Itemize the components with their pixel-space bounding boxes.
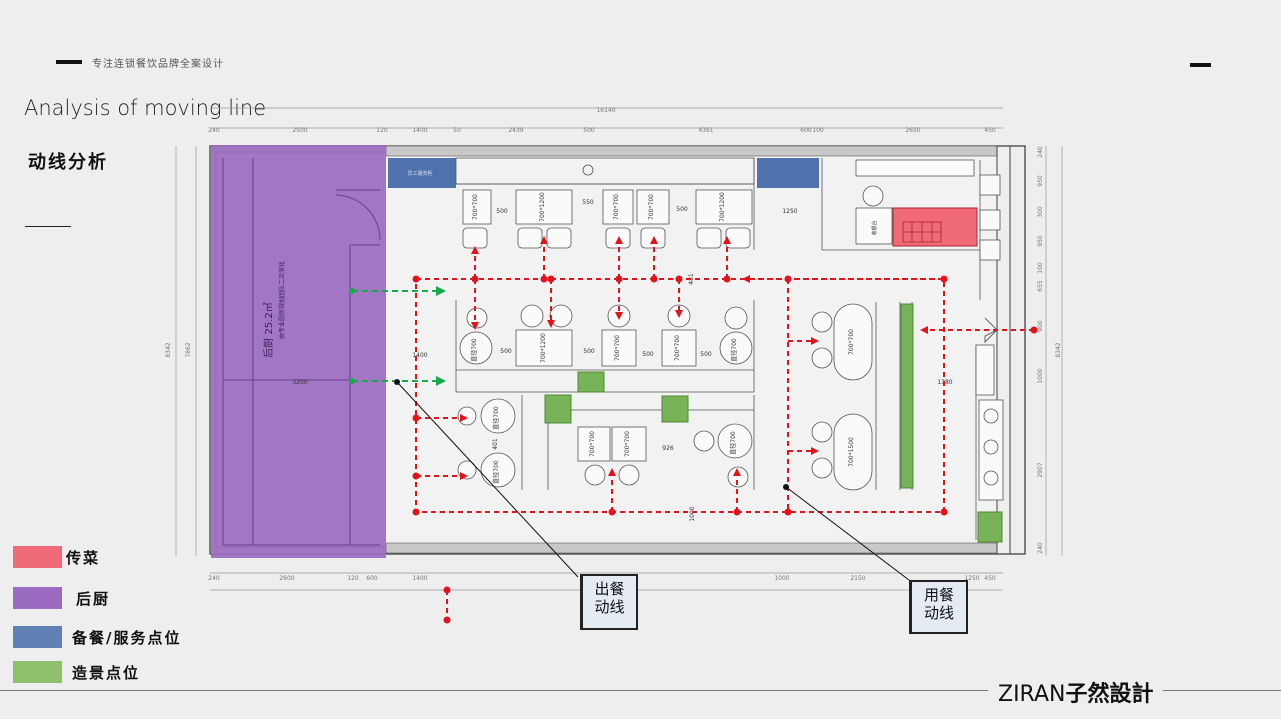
title-underline xyxy=(25,226,71,227)
callout-dining: 用餐动线 xyxy=(909,580,968,634)
svg-text:120: 120 xyxy=(376,127,388,134)
service-cabinet-left xyxy=(388,158,456,188)
svg-text:700*700: 700*700 xyxy=(614,335,621,361)
svg-text:直径700: 直径700 xyxy=(492,406,500,430)
dim-top-total: 16140 xyxy=(596,107,615,114)
svg-text:450: 450 xyxy=(984,575,996,582)
legend-swatch-serving xyxy=(13,546,62,568)
serving-counter xyxy=(892,207,978,247)
svg-text:50: 50 xyxy=(453,127,461,134)
dimension-lines xyxy=(175,107,1063,591)
svg-text:2500: 2500 xyxy=(292,127,307,134)
header-tagline: 专注连锁餐饮品牌全案设计 xyxy=(92,59,224,70)
svg-text:7862: 7862 xyxy=(185,342,192,357)
svg-text:直径700: 直径700 xyxy=(470,338,478,362)
legend-swatch-kitchen xyxy=(13,587,62,609)
svg-text:700*700: 700*700 xyxy=(674,335,681,361)
svg-text:655: 655 xyxy=(1037,280,1044,292)
kitchen-area xyxy=(211,145,386,558)
svg-text:500: 500 xyxy=(583,348,595,355)
svg-text:926: 926 xyxy=(662,445,674,452)
svg-text:100: 100 xyxy=(1037,262,1044,274)
svg-text:550: 550 xyxy=(582,199,594,206)
svg-text:1000: 1000 xyxy=(774,575,789,582)
legend-kitchen: 后厨 xyxy=(13,586,110,610)
svg-text:2650: 2650 xyxy=(905,127,920,134)
svg-text:500: 500 xyxy=(676,206,688,213)
svg-text:2439: 2439 xyxy=(508,127,523,134)
brand-logo: ZIRAN子然設計 xyxy=(988,676,1164,708)
svg-text:1250: 1250 xyxy=(782,208,797,215)
svg-text:直径700: 直径700 xyxy=(729,431,737,455)
svg-text:700*700: 700*700 xyxy=(589,431,596,457)
svg-text:收银台: 收银台 xyxy=(871,220,878,235)
svg-text:401: 401 xyxy=(492,438,499,450)
svg-text:700*700: 700*700 xyxy=(613,194,620,220)
svg-text:240: 240 xyxy=(208,575,220,582)
callout-outbound: 出餐动线 xyxy=(580,574,638,630)
svg-text:1000: 1000 xyxy=(689,506,696,521)
svg-text:1250: 1250 xyxy=(964,575,979,582)
legend-service: 备餐/服务点位 xyxy=(13,625,181,649)
svg-text:700*700: 700*700 xyxy=(624,431,631,457)
svg-text:700*1200: 700*1200 xyxy=(719,192,726,222)
svg-text:1400: 1400 xyxy=(412,127,427,134)
svg-text:300: 300 xyxy=(1037,206,1044,218)
svg-text:950: 950 xyxy=(1037,175,1044,187)
service-cabinet-right xyxy=(757,158,819,188)
title-chinese: 动线分析 xyxy=(28,152,108,173)
svg-text:700*700: 700*700 xyxy=(848,329,855,355)
legend-swatch-service xyxy=(13,626,62,648)
brand-cn: 子然設計 xyxy=(1065,682,1154,707)
svg-text:500: 500 xyxy=(642,351,654,358)
legend-landscape: 造景点位 xyxy=(13,660,140,684)
svg-text:700*1200: 700*1200 xyxy=(539,192,546,222)
svg-text:8342: 8342 xyxy=(1055,342,1062,357)
svg-text:1380: 1380 xyxy=(937,379,952,386)
svg-text:员工服务柜: 员工服务柜 xyxy=(407,170,432,177)
svg-text:3200: 3200 xyxy=(292,379,307,386)
svg-text:500: 500 xyxy=(583,127,595,134)
svg-text:直径700: 直径700 xyxy=(730,338,738,362)
header-bar xyxy=(56,60,82,64)
svg-text:500: 500 xyxy=(496,208,508,215)
svg-text:1400: 1400 xyxy=(412,352,427,359)
svg-text:2907: 2907 xyxy=(1037,462,1044,477)
svg-text:4361: 4361 xyxy=(698,127,713,134)
brand-latin: ZIRAN xyxy=(998,682,1066,707)
svg-text:240: 240 xyxy=(1037,542,1044,554)
svg-text:1400: 1400 xyxy=(412,575,427,582)
svg-text:直径700: 直径700 xyxy=(492,460,500,484)
svg-text:2600: 2600 xyxy=(279,575,294,582)
dimension-text: 16140 240 2500 120 1400 50 2439 500 4361 600 1… xyxy=(165,107,1062,582)
svg-text:1000: 1000 xyxy=(1037,368,1044,383)
kitchen-note: 由专业厨房规划团队二次深化 xyxy=(278,261,286,339)
svg-text:700*1500: 700*1500 xyxy=(848,437,855,467)
svg-text:700*700: 700*700 xyxy=(648,194,655,220)
svg-text:950: 950 xyxy=(1037,235,1044,247)
svg-text:240: 240 xyxy=(208,127,220,134)
svg-text:100: 100 xyxy=(812,127,824,134)
svg-text:450: 450 xyxy=(984,127,996,134)
legend-swatch-landscape xyxy=(13,661,62,683)
svg-text:120: 120 xyxy=(347,575,359,582)
kitchen-label: 后厨 25.2㎡ xyxy=(263,302,275,357)
svg-text:600: 600 xyxy=(366,575,378,582)
svg-text:8342: 8342 xyxy=(165,342,172,357)
header-right-mark xyxy=(1190,63,1211,67)
svg-text:2150: 2150 xyxy=(850,575,865,582)
legend-serving: 传菜 xyxy=(13,545,100,569)
svg-text:700*1200: 700*1200 xyxy=(540,333,547,363)
svg-text:900: 900 xyxy=(1037,320,1044,332)
svg-text:500: 500 xyxy=(700,351,712,358)
footer-line xyxy=(0,690,1281,691)
svg-text:500: 500 xyxy=(500,348,512,355)
svg-text:600: 600 xyxy=(800,127,812,134)
svg-text:240: 240 xyxy=(1037,146,1044,158)
svg-text:481: 481 xyxy=(688,273,695,285)
svg-text:700*700: 700*700 xyxy=(472,194,479,220)
